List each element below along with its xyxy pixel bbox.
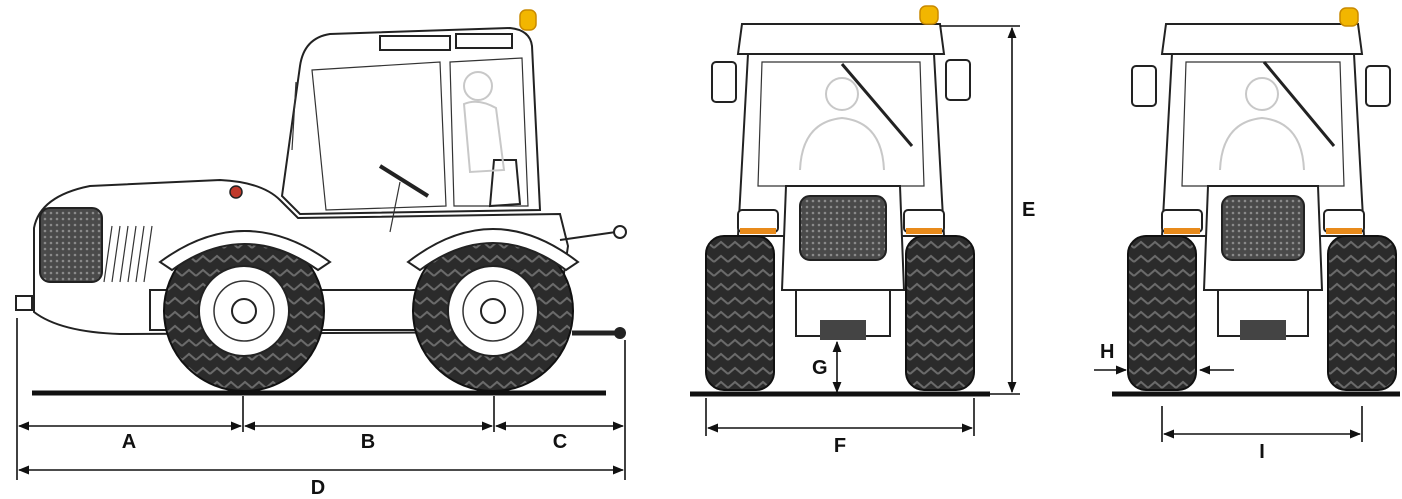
front1-right-indicator [906,228,942,234]
cab-door-window [311,61,447,211]
rear-wheel [163,230,325,392]
front-linkage [559,231,617,241]
front2-right-wheel [1327,235,1397,391]
beacon-light [519,9,537,31]
side-view: A B C D [15,9,627,499]
front2-wiper [1262,61,1336,147]
dimension-label-G: G [812,357,828,379]
hood-grille [39,207,103,283]
cab-frame [280,26,542,216]
rear-hitch [15,295,33,311]
front1-windscreen [757,61,925,187]
dimension-label-C: C [553,431,567,453]
steering-wheel [378,164,430,198]
dimension-label-H: H [1100,341,1114,363]
front1-left-wheel [705,235,775,391]
hood-vents [103,225,153,283]
dimension-label-D: D [311,477,325,499]
dimension-label-I: I [1259,441,1265,463]
front2-cab-roof [1160,23,1364,55]
cab-roof-vent [379,35,451,51]
front-view-narrow: H I [1094,7,1400,463]
front1-driver-figure [799,77,885,171]
front2-left-indicator [1164,228,1200,234]
front2-beacon [1339,7,1359,27]
driver-figure [462,71,506,174]
front1-left-mirror [711,61,737,103]
dimension-label-B: B [361,431,375,453]
front2-left-wheel [1127,235,1197,391]
front-fender [406,228,580,272]
front1-left-indicator [740,228,776,234]
front2-left-mirror [1131,65,1157,107]
front2-driver-figure [1219,77,1305,171]
dimension-label-E: E [1022,199,1035,221]
front2-windscreen [1181,61,1345,187]
front2-right-mirror [1365,65,1391,107]
front2-hitch [1240,320,1286,340]
front-view-wide: E G F [690,5,1035,457]
front2-grille [1221,195,1305,261]
side-light [229,185,243,199]
front2-right-indicator [1326,228,1362,234]
front1-beacon [919,5,939,25]
front1-cab-roof [736,23,946,55]
cab-rear-window [449,57,529,207]
rear-fender [158,230,332,272]
driver-seat [488,159,522,208]
dimension-label-A: A [122,431,136,453]
front1-grille [799,195,887,261]
dimension-label-F: F [834,435,846,457]
front1-right-mirror [945,59,971,101]
front1-wiper [840,63,914,147]
front1-hitch [820,320,866,340]
cab-roof-vent-2 [455,33,513,49]
front1-right-wheel [905,235,975,391]
